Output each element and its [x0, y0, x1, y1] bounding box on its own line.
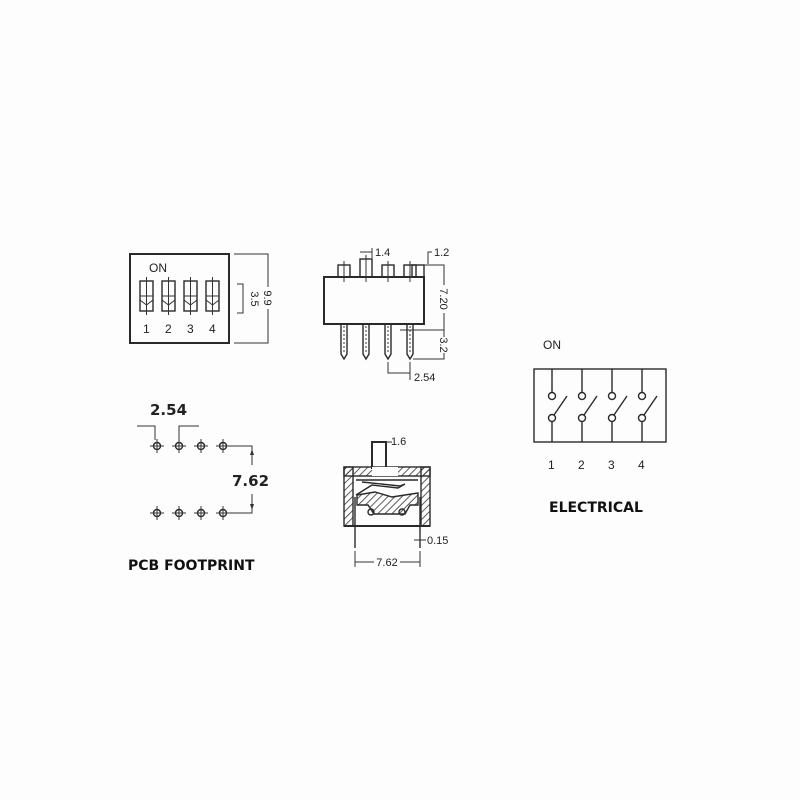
top-view: ON 1 2 3 4: [129, 253, 274, 344]
dim-cross-row-spacing: 7.62: [354, 551, 421, 569]
top-view-number-2: 2: [165, 322, 172, 336]
side-view-body: [323, 276, 425, 325]
top-view-number-4: 4: [209, 322, 216, 336]
electrical-number-1: 1: [548, 458, 555, 472]
pcb-dim-pitch: 2.54: [150, 401, 187, 419]
svg-text:9.9: 9.9: [261, 290, 273, 305]
electrical-caption: ELECTRICAL: [549, 500, 643, 516]
svg-text:3.5: 3.5: [248, 291, 260, 306]
electrical-outline: [533, 368, 667, 443]
top-view-switch-1: [139, 277, 154, 315]
electrical-switch-3: [607, 369, 628, 442]
svg-text:1.2: 1.2: [434, 247, 449, 259]
top-view-switch-2: [161, 277, 176, 315]
top-view-switch-4: [205, 277, 220, 315]
dim-pin-pitch: 2.54: [387, 362, 435, 384]
svg-text:7.20: 7.20: [437, 288, 449, 309]
electrical-switch-4: [637, 369, 658, 442]
pcb-footprint-caption: PCB FOOTPRINT: [128, 558, 255, 574]
electrical-number-2: 2: [578, 458, 585, 472]
electrical-number-3: 3: [608, 458, 615, 472]
cross-section: 1.6 0.15 7.62: [343, 436, 448, 569]
pcb-pads-row-top: [150, 439, 230, 453]
svg-text:0.15: 0.15: [427, 535, 448, 547]
svg-text:2.54: 2.54: [414, 372, 435, 384]
electrical-switch-1: [547, 369, 568, 442]
top-view-number-3: 3: [187, 322, 194, 336]
side-view-pins: [340, 324, 414, 361]
dim-body-height: 7.20: [400, 264, 450, 331]
electrical-switch-2: [577, 369, 598, 442]
dim-actuator-width: 1.4: [360, 247, 390, 259]
dim-pin-length: 3.2: [413, 330, 450, 360]
dim-pin-offset: 0.15: [414, 534, 448, 547]
electrical-on-label: ON: [543, 338, 561, 352]
top-view-number-1: 1: [143, 322, 150, 336]
electrical-number-4: 4: [638, 458, 645, 472]
svg-text:1.4: 1.4: [375, 247, 390, 259]
pcb-dim-row-spacing: 7.62: [232, 472, 269, 490]
top-view-body-outline: [129, 253, 230, 344]
svg-text:7.62: 7.62: [376, 557, 397, 569]
top-view-on-label: ON: [149, 261, 167, 275]
top-view-switch-3: [183, 277, 198, 315]
dim-actuator-height: 1.2: [427, 247, 449, 264]
dim-actuator-travel: 3.5: [237, 283, 260, 314]
side-view: 1.4 1.2 7.20 3.2 2.54: [323, 247, 450, 384]
pcb-footprint: 2.54 7.62 PCB FOOTPRINT: [128, 401, 269, 574]
pcb-pads-row-bottom: [150, 506, 230, 520]
dim-body-width: 9.9: [234, 253, 274, 344]
svg-text:3.2: 3.2: [437, 337, 449, 352]
dim-cross-actuator: 1.6: [391, 436, 406, 448]
electrical-schematic: ON 1: [533, 338, 667, 516]
